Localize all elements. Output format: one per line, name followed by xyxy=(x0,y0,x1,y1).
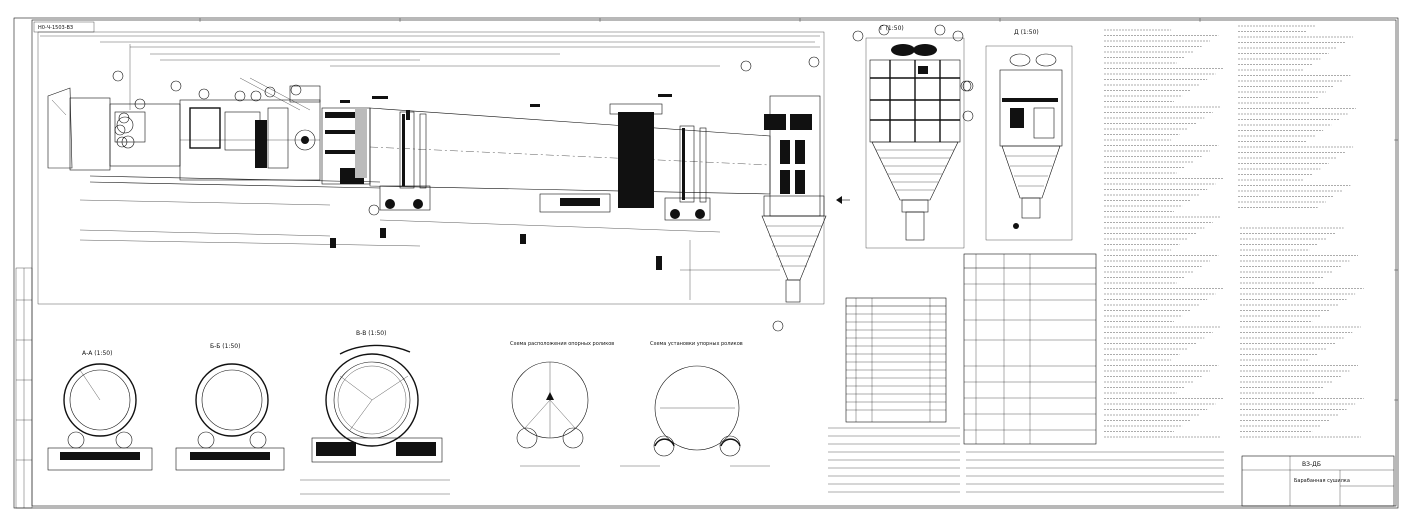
scheme1-label: Схема расположения опорных роликов xyxy=(510,341,614,347)
spec-table-left xyxy=(845,297,947,423)
roller-scheme-2: Схема установки упорных роликов xyxy=(620,341,770,467)
view-d: Д (1:50) xyxy=(962,29,1073,241)
view-g-label: Г (1:50) xyxy=(880,25,904,32)
scheme2-label: Схема установки упорных роликов xyxy=(650,341,743,347)
outer-frame xyxy=(13,17,1399,509)
main-view xyxy=(37,31,850,305)
view-d-label: Д (1:50) xyxy=(1014,29,1039,36)
title-block: ВЗ-ДБ Барабанная сушилка xyxy=(1241,455,1395,507)
corner-stamp-text: Н0-Ч-1503-ВЗ xyxy=(38,25,73,31)
view-g: Г (1:50) xyxy=(852,24,972,249)
section-aa: А-А (1:50) xyxy=(47,350,153,471)
callouts-main xyxy=(112,56,820,332)
bottom-notes xyxy=(828,427,1224,493)
spec-table-right xyxy=(963,253,1097,445)
frame-ticks xyxy=(199,18,1398,401)
section-bb: Б-Б (1:50) xyxy=(175,343,285,471)
section-aa-label: А-А (1:50) xyxy=(82,350,112,357)
section-bb-label: Б-Б (1:50) xyxy=(210,343,240,350)
notes-text-blocks xyxy=(1104,25,1364,438)
title-block-name: Барабанная сушилка xyxy=(1294,478,1350,484)
side-strip xyxy=(15,267,33,509)
title-block-code: ВЗ-ДБ xyxy=(1302,461,1321,468)
roller-scheme-1: Схема расположения опорных роликов xyxy=(510,341,614,467)
section-vv: В-В (1:50) xyxy=(300,330,450,495)
inner-frame xyxy=(31,19,1397,507)
section-vv-label: В-В (1:50) xyxy=(356,330,386,337)
